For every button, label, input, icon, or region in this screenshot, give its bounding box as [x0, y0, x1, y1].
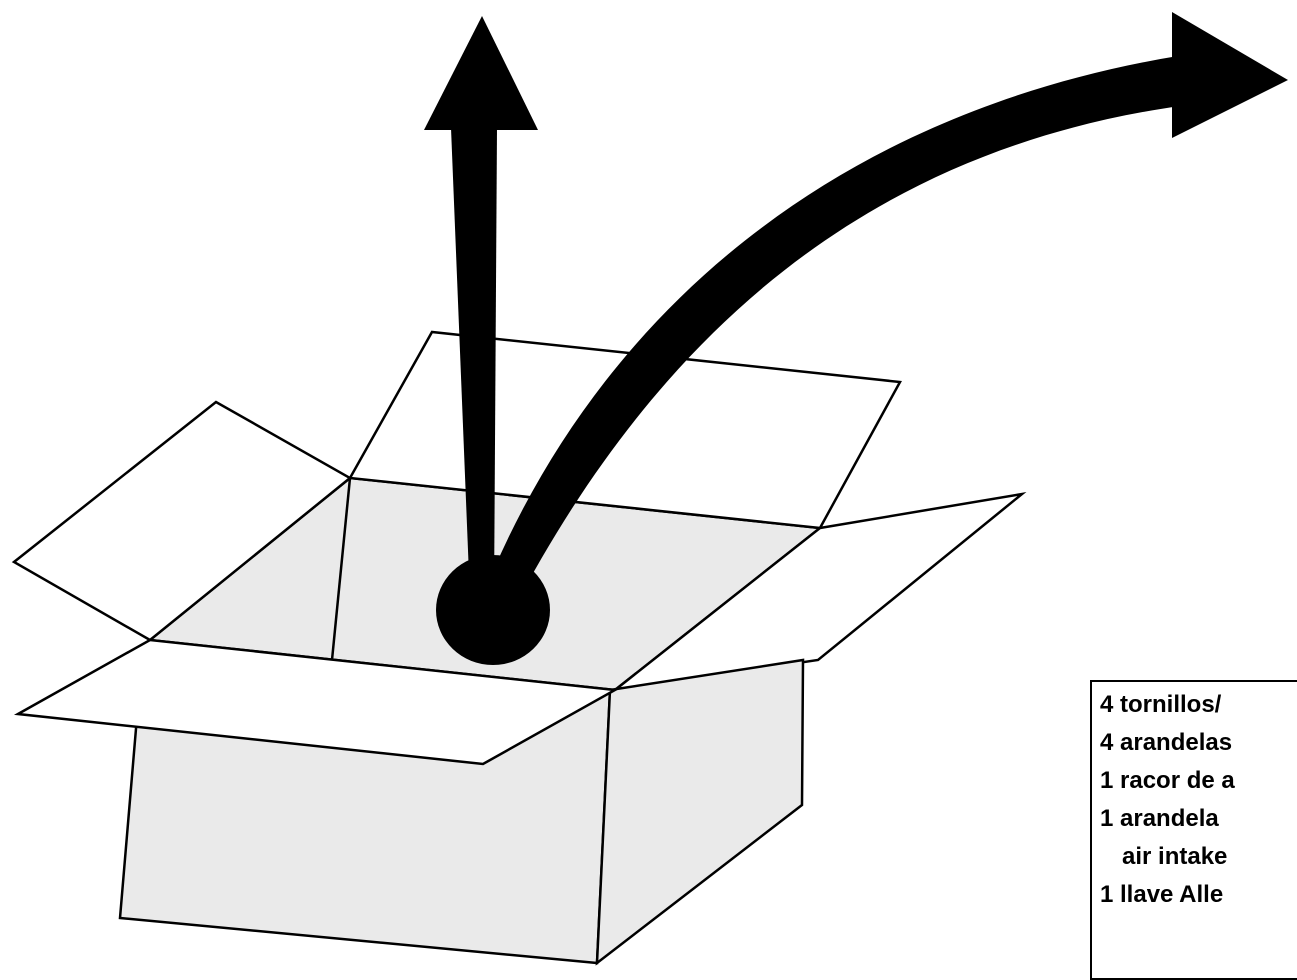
box-right-flap	[610, 491, 1027, 692]
parts-list-item: 4 arandelas	[1100, 729, 1233, 756]
parts-list-item: 1 racor de a	[1100, 767, 1235, 794]
up-arrow-icon	[424, 16, 538, 600]
parts-list-box: 4 tornillos/ 4 arandelas 1 racor de a 1 …	[1090, 680, 1297, 980]
parts-list-item: 1 llave Alle	[1100, 881, 1224, 908]
box-front-flap	[13, 638, 620, 766]
box-left-flap	[11, 400, 353, 642]
parts-list-item: 4 tornillos/	[1100, 691, 1222, 718]
parts-list-item: air intake	[1122, 843, 1228, 870]
parts-list-item: 1 arandela	[1100, 805, 1219, 832]
box-side-face	[595, 658, 805, 966]
curved-right-arrow-icon	[481, 12, 1288, 610]
box-inner-edge	[330, 477, 352, 661]
